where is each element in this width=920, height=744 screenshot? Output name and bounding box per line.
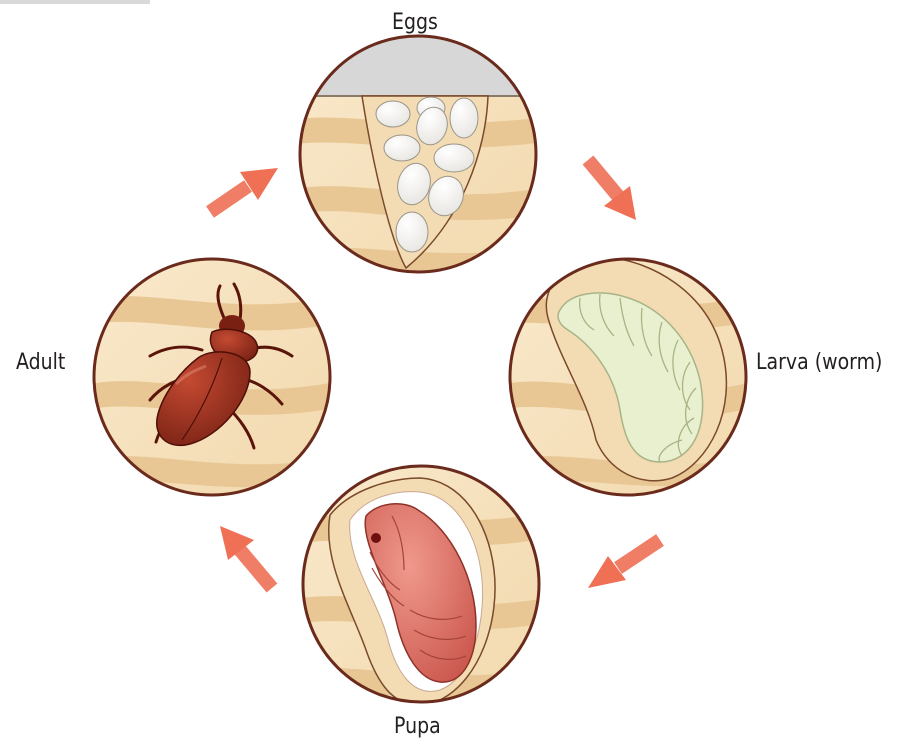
eggs-stage-illustration [290, 30, 560, 290]
arrow-eggs-to-larva [588, 160, 636, 220]
pupa-eye [371, 533, 381, 543]
arrow-adult-to-eggs [210, 168, 278, 212]
adult-stage-illustration [85, 250, 345, 510]
stage-label-eggs: Eggs [392, 12, 438, 34]
arrow-larva-to-pupa [588, 540, 660, 588]
corner-mark [0, 0, 150, 4]
stage-label-pupa: Pupa [394, 716, 441, 738]
arrow-pupa-to-adult [220, 526, 272, 588]
stage-label-larva: Larva (worm) [756, 352, 882, 374]
stage-label-adult: Adult [16, 352, 65, 374]
larva-stage-illustration [500, 250, 760, 510]
pupa-stage-illustration [290, 460, 560, 720]
